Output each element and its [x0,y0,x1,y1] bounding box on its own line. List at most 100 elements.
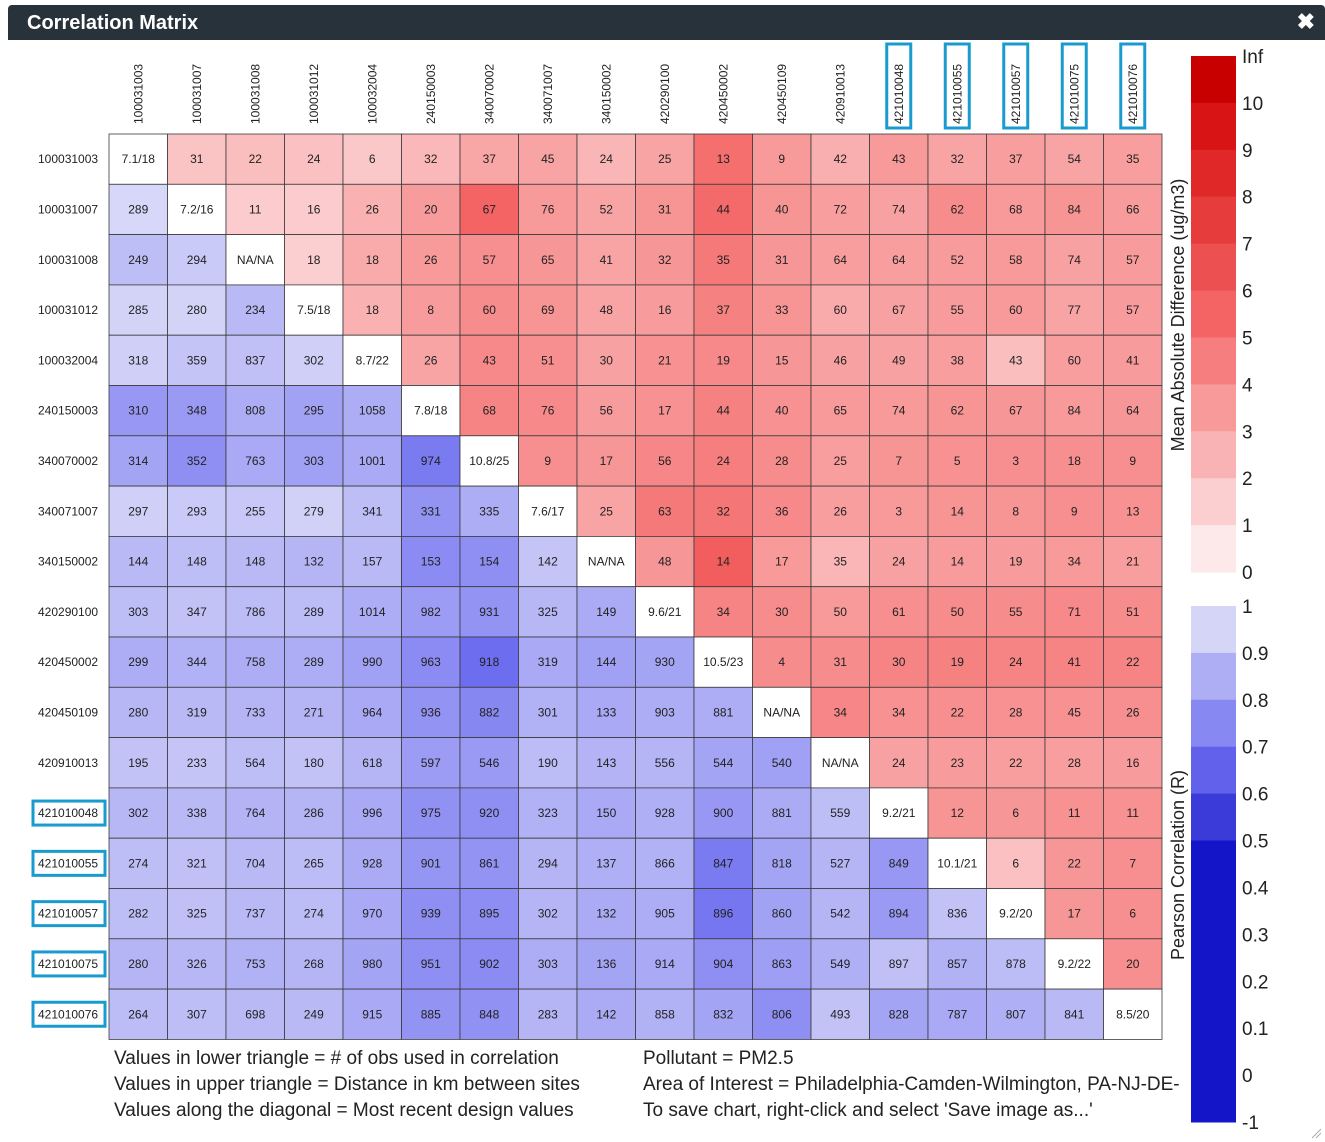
cell-label: 46 [834,353,848,367]
footer-note-lower-triangle: Values in lower triangle = # of obs used… [114,1048,559,1069]
upper-cell [401,133,461,185]
upper-cell [752,334,812,386]
upper-cell [869,183,929,236]
cell-label: 52 [600,202,614,216]
lower-cell [225,988,285,1040]
lower-cell [225,535,285,588]
cell-label: 7 [1129,856,1136,870]
lower-cell [927,888,987,940]
cell-label: 37 [1009,152,1023,166]
lower-cell [986,938,1046,990]
lower-cell [342,787,402,839]
cell-label: 931 [479,605,499,619]
cell-label: 885 [421,1007,441,1021]
upper-cell [869,535,929,588]
cell-label: 3 [895,504,902,518]
cell-label: 861 [479,856,499,870]
cell-label: 704 [245,856,265,870]
lower-cell [459,737,519,789]
cell-label: 41 [600,253,614,267]
cell-label: 23 [951,756,965,770]
cell-label: 352 [187,454,207,468]
upper-cell [401,284,461,336]
cell-label: 939 [421,907,441,921]
r-colorbar-tick: 0.4 [1242,878,1269,899]
cell-label: 847 [713,856,733,870]
cell-label: 69 [541,303,555,317]
cell-label: 17 [1068,907,1082,921]
cell-label: 9.2/20 [999,907,1033,921]
r-colorbar-segment [1191,1028,1236,1076]
lower-cell [284,787,344,839]
cell-label: 758 [245,655,265,669]
cell-label: 34 [717,605,731,619]
cell-label: 618 [362,756,382,770]
lower-cell [342,837,402,889]
resize-handle-icon[interactable] [1310,1127,1322,1139]
mad-colorbar-segment [1191,149,1236,198]
lower-cell [342,586,402,638]
cell-label: 347 [187,605,207,619]
cell-label: 1014 [359,605,386,619]
cell-label: 325 [187,907,207,921]
cell-label: 848 [479,1007,499,1021]
close-icon[interactable]: ✖ [1296,9,1315,34]
cell-label: 6 [1012,806,1019,820]
cell-label: 17 [775,555,789,569]
cell-label: 289 [304,655,324,669]
cell-label: 30 [892,655,906,669]
mad-colorbar-segment [1191,56,1236,104]
cell-label: 154 [479,555,499,569]
cell-label: 26 [424,353,438,367]
cell-label: 41 [1126,353,1140,367]
cell-label: 51 [541,353,555,367]
row-highlight-box [31,1000,107,1028]
r-colorbar-segment [1191,887,1236,935]
r-colorbar-tick: 0.1 [1242,1019,1268,1040]
lower-cell [986,988,1046,1040]
diagonal-cell [342,334,402,386]
upper-cell [810,535,870,588]
cell-label: 26 [1126,705,1140,719]
diagonal-cell [752,686,812,738]
lower-cell [693,888,753,940]
cell-label: 76 [541,404,555,418]
upper-cell [1044,435,1104,487]
lower-cell [284,636,344,688]
cell-label: 17 [658,404,672,418]
cell-label: 849 [889,856,909,870]
cell-label: 157 [362,555,382,569]
lower-cell [401,535,461,588]
cell-label: 21 [1126,555,1140,569]
footer-note-upper-triangle: Values in upper triangle = Distance in k… [114,1074,580,1095]
cell-label: 753 [245,957,265,971]
cell-label: NA/NA [763,705,800,719]
upper-cell [1103,133,1163,185]
lower-cell [167,837,227,889]
cell-label: 60 [834,303,848,317]
cell-label: 866 [655,856,675,870]
cell-label: 930 [655,655,675,669]
cell-label: 299 [128,655,148,669]
upper-cell [518,385,578,437]
mad-colorbar-tick: 0 [1242,563,1253,584]
lower-cell [108,485,168,537]
r-colorbar-tick: 0.8 [1242,691,1268,712]
lower-cell [401,485,461,537]
diagonal-cell [284,284,344,336]
cell-label: 331 [421,504,441,518]
cell-label: 10.5/23 [703,655,743,669]
cell-label: 180 [304,756,324,770]
cell-label: 9 [544,454,551,468]
cell-label: 828 [889,1007,909,1021]
cell-label: 56 [600,404,614,418]
cell-label: 274 [304,907,324,921]
r-colorbar-label: Pearson Correlation (R) [1168,770,1188,960]
upper-cell [576,385,636,437]
cell-label: NA/NA [237,253,274,267]
lower-cell [167,435,227,487]
cell-label: 901 [421,856,441,870]
cell-label: 153 [421,555,441,569]
cell-label: 74 [1068,253,1082,267]
cell-label: 8 [427,303,434,317]
